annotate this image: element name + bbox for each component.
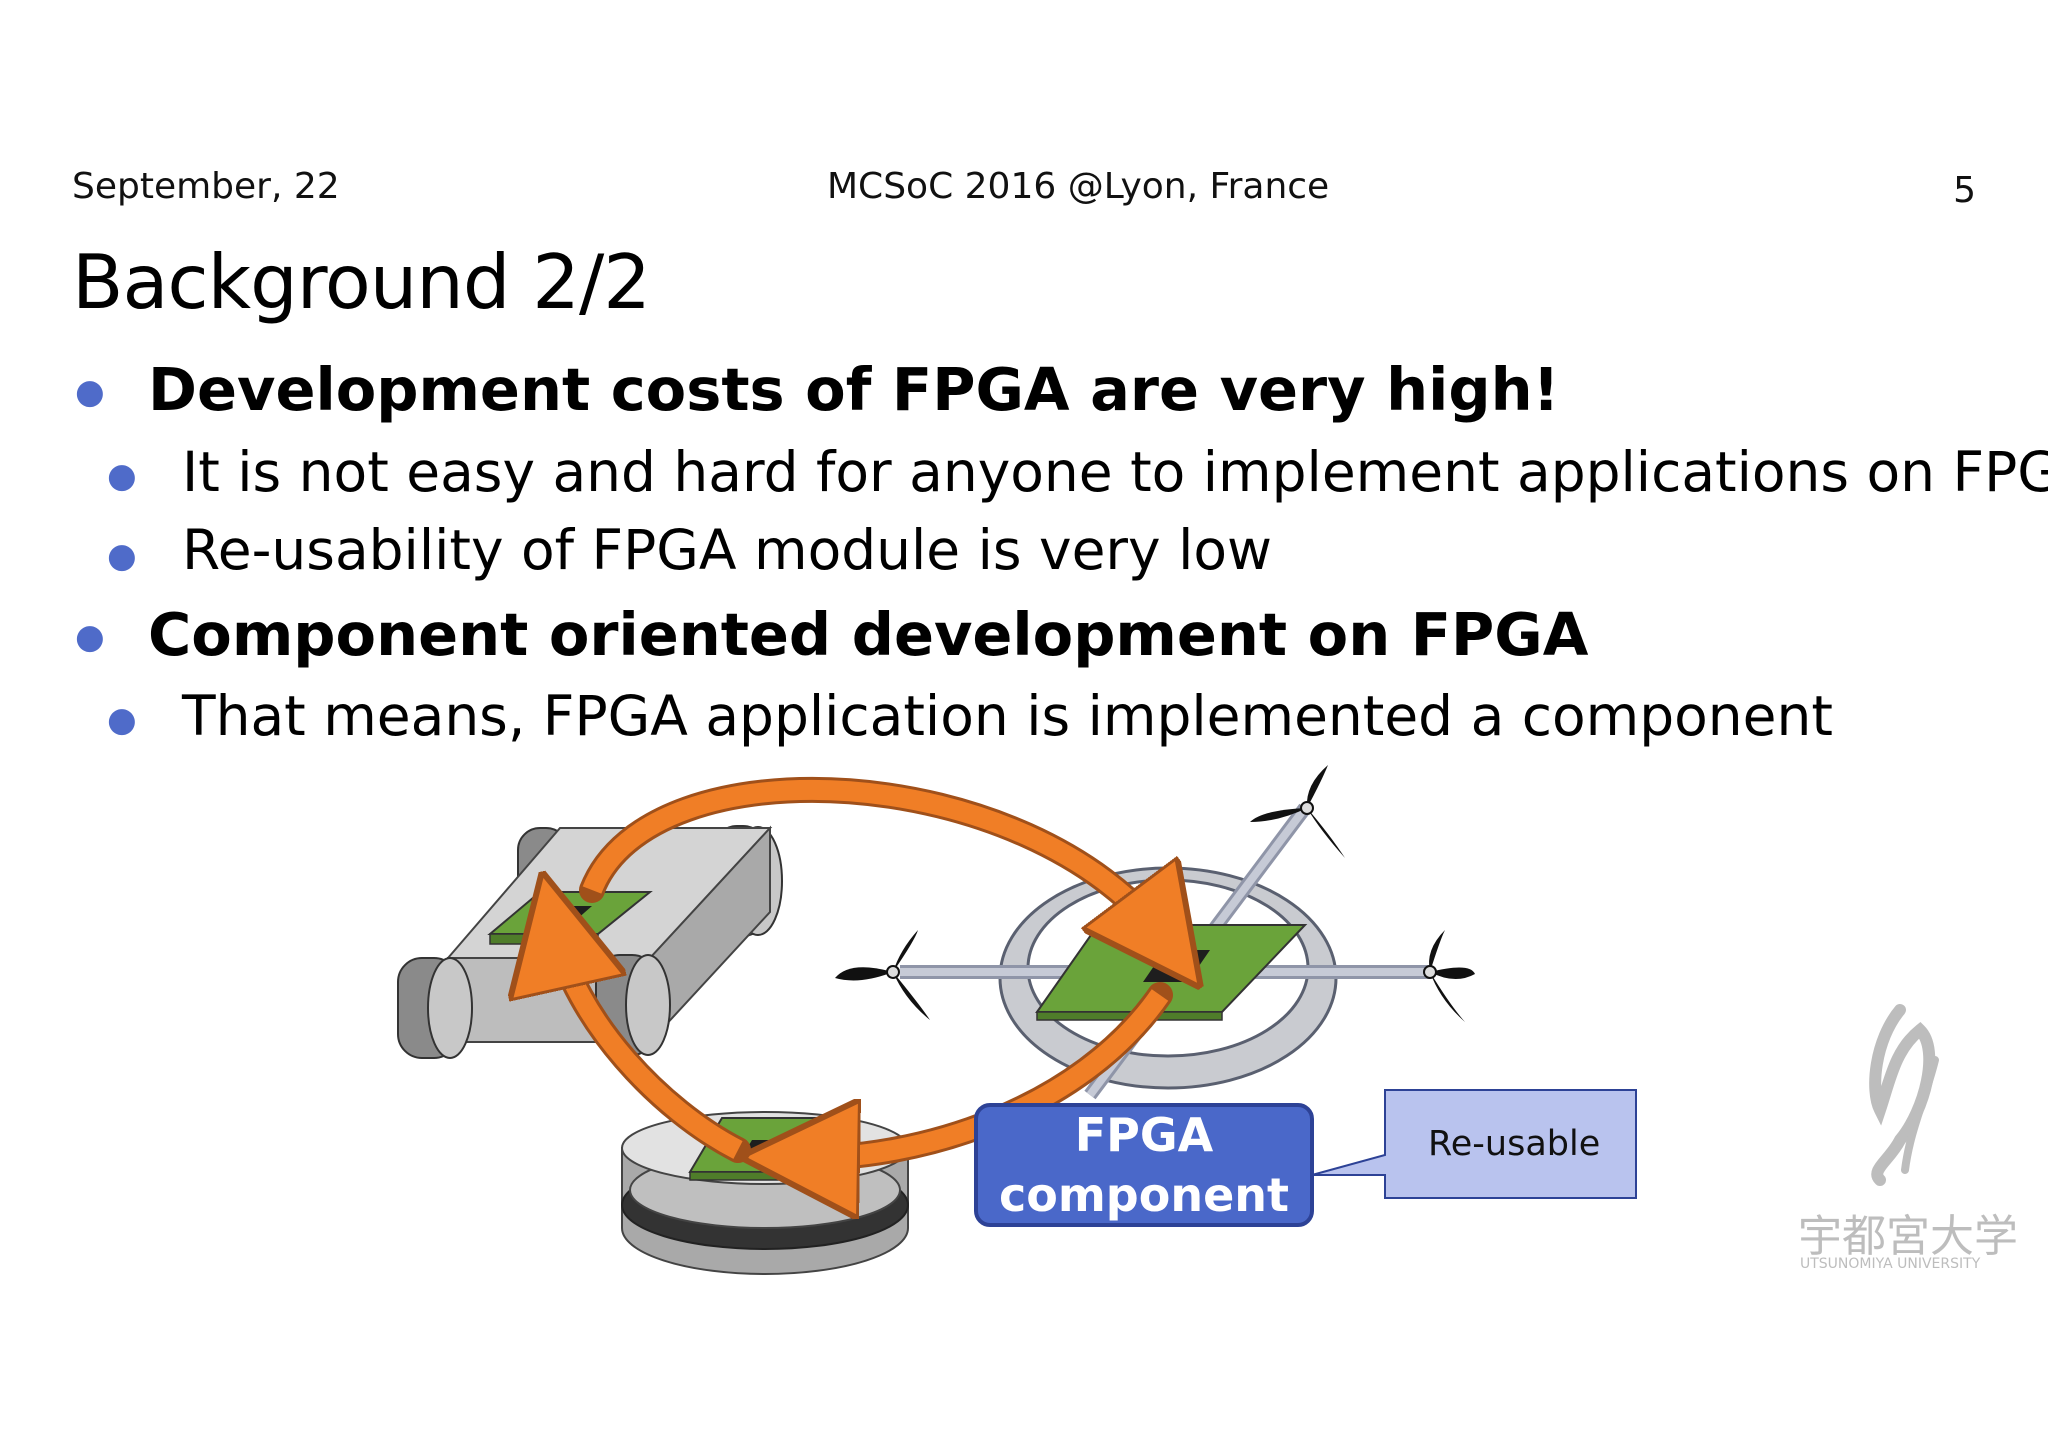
- round-robot-icon: [621, 1111, 909, 1275]
- slide-title: Background 2/2: [72, 238, 651, 326]
- university-name-en: UTSUNOMIYA UNIVERSITY: [1800, 1256, 1981, 1272]
- bullet-dot: ●: [107, 536, 137, 576]
- page-number: 5: [1953, 170, 1976, 211]
- university-name-jp: 宇都宮大学: [1798, 1211, 2018, 1262]
- fpga-component-label-line1: FPGA: [1074, 1108, 1214, 1162]
- reusable-callout-box: [1311, 1089, 1637, 1199]
- fpga-component-box: [974, 1103, 1314, 1227]
- bullet-level1: Development costs of FPGA are very high!: [148, 355, 1560, 424]
- header-conference: MCSoC 2016 @Lyon, France: [827, 166, 1330, 207]
- header-date: September, 22: [72, 166, 340, 207]
- bullet-level2: Re-usability of FPGA module is very low: [182, 518, 1272, 582]
- bullet-dot: ●: [75, 372, 105, 412]
- bullet-level2: That means, FPGA application is implemen…: [182, 684, 1833, 748]
- bullet-level2: It is not easy and hard for anyone to im…: [182, 440, 2048, 504]
- fpga-component-label-line2: component: [998, 1168, 1289, 1222]
- bullet-dot: ●: [107, 700, 137, 740]
- reusable-label: Re-usable: [1428, 1124, 1601, 1164]
- bullet-dot: ●: [107, 456, 137, 496]
- bullet-dot: ●: [75, 617, 105, 657]
- bullet-level1: Component oriented development on FPGA: [148, 600, 1589, 669]
- university-logo-icon: [1869, 1004, 1939, 1186]
